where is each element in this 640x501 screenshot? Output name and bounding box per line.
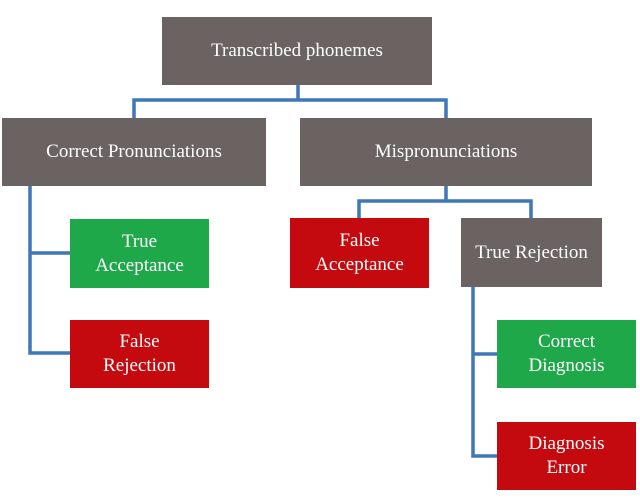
root-node-transcribed-phonemes: Transcribed phonemes [162,17,432,85]
node-false-acceptance: False Acceptance [290,218,429,288]
root-node-label: Transcribed phonemes [211,40,383,61]
node-diagnosis-error: Diagnosis Error [497,422,636,490]
node-mispronunciations: Mispronunciations [300,118,592,186]
true-acceptance-label: True Acceptance [95,230,184,276]
true-rejection-label: True Rejection [475,241,588,263]
node-correct-pronunciations: Correct Pronunciations [2,118,266,186]
correct-diagnosis-label: Correct Diagnosis [528,331,605,376]
node-false-rejection: False Rejection [70,320,209,388]
connector-mispronunciations-to-children [357,184,533,220]
node-correct-diagnosis: Correct Diagnosis [497,320,636,388]
correct-pronunciations-label: Correct Pronunciations [46,141,222,162]
connector-root-to-categories [132,84,448,120]
mispronunciations-label: Mispronunciations [374,141,518,162]
false-rejection-label: False Rejection [103,331,176,376]
node-true-acceptance: True Acceptance [70,219,209,288]
connector-true-rejection-to-leaves [471,285,499,458]
false-acceptance-label: False Acceptance [315,230,404,275]
node-true-rejection: True Rejection [461,218,602,287]
diagnosis-error-label: Diagnosis Error [528,433,605,478]
connector-correct-to-leaves [28,184,72,355]
